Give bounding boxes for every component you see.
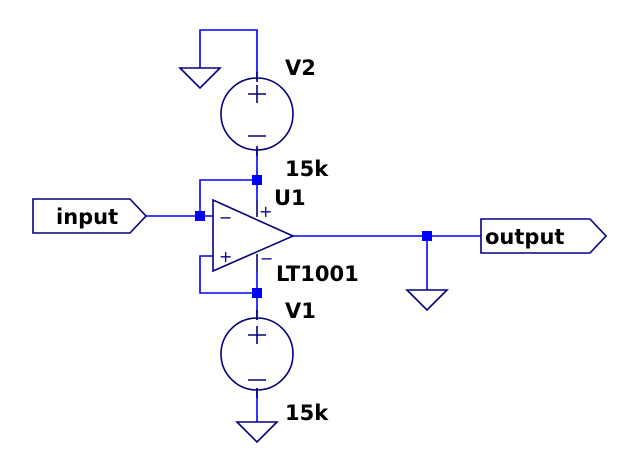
u1-part-label: LT1001 [276, 262, 359, 286]
opamp-u1[interactable] [212, 198, 295, 273]
opamp-inverting-pin-label: − [219, 208, 232, 227]
ground-output[interactable] [405, 289, 449, 312]
wires [146, 29, 481, 422]
ground-top[interactable] [178, 67, 222, 90]
wire-v2-gnd[interactable] [199, 29, 258, 80]
net-label-input[interactable]: input [32, 198, 148, 234]
net-label-output-text: output [485, 225, 564, 249]
junction-vplus[interactable] [252, 175, 262, 185]
v2-name-label: V2 [285, 56, 316, 80]
voltage-source-v2[interactable] [220, 72, 294, 156]
opamp-vminus-pin-label: − [260, 249, 273, 268]
wire-noninv-in[interactable] [199, 255, 257, 294]
voltage-source-v1[interactable] [220, 310, 294, 398]
u1-name-label: U1 [274, 186, 306, 210]
v1-name-label: V1 [285, 299, 316, 323]
junction-vminus[interactable] [252, 288, 262, 298]
junction-output[interactable] [422, 231, 432, 241]
ground-bottom[interactable] [235, 421, 279, 444]
wire-vplus-feedback[interactable] [199, 179, 257, 216]
opamp-vplus-pin-label: + [259, 202, 272, 221]
net-label-output[interactable]: output [480, 218, 608, 254]
v2-value-label: 15k [285, 157, 329, 181]
junctions [195, 175, 432, 298]
junction-input[interactable] [195, 211, 205, 221]
opamp-noninverting-pin-label: + [219, 247, 232, 266]
net-label-input-text: input [56, 205, 118, 229]
v1-value-label: 15k [285, 401, 329, 425]
